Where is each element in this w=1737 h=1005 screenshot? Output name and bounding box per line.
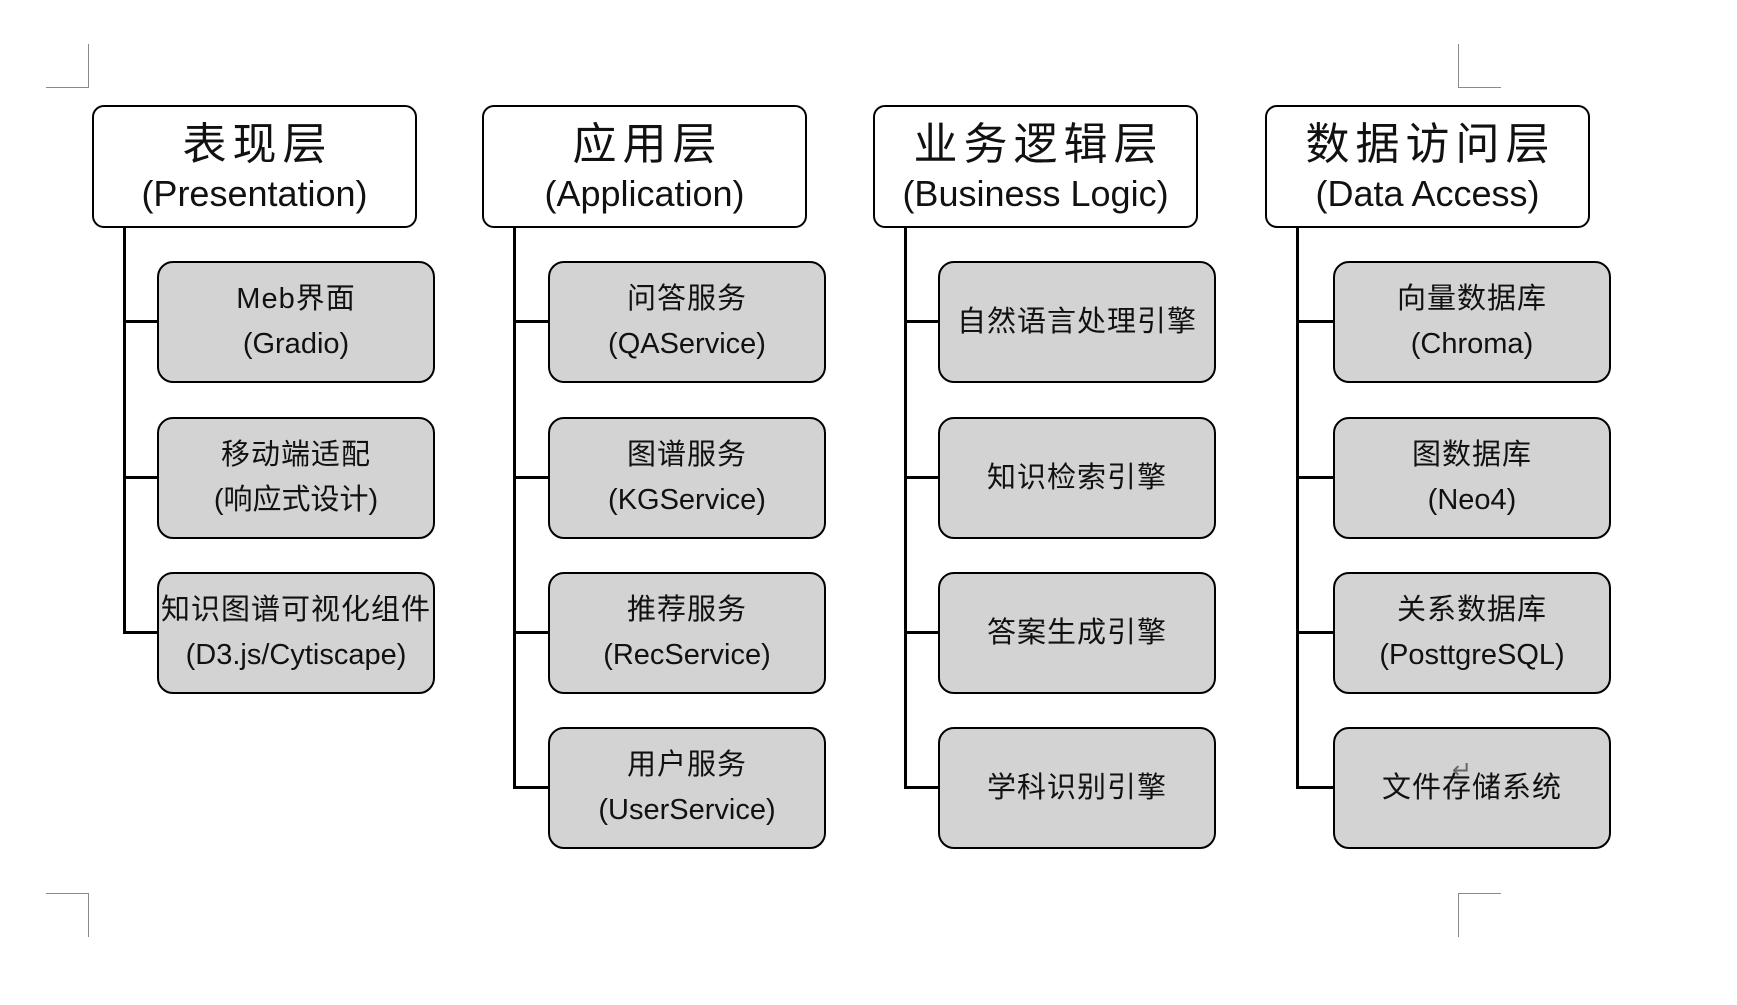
- layer-box-data-access[interactable]: 数据访问层 (Data Access): [1265, 105, 1590, 228]
- node-mobile-adaptation[interactable]: 移动端适配 (响应式设计): [157, 417, 435, 539]
- node-sublabel: (响应式设计): [213, 484, 379, 516]
- connector-line: [1296, 631, 1333, 634]
- connector-line: [1296, 786, 1333, 789]
- node-label: 知识检索引擎: [986, 461, 1167, 494]
- node-sublabel: (Chroma): [1410, 328, 1534, 360]
- node-label: 图数据库: [1411, 439, 1532, 472]
- connector-line: [904, 228, 907, 788]
- node-label: 关系数据库: [1396, 594, 1547, 627]
- connector-line: [1296, 228, 1299, 788]
- connector-line: [513, 476, 548, 479]
- node-label: 推荐服务: [626, 594, 747, 627]
- layer-title: 数据访问层: [1305, 120, 1556, 170]
- node-kg-service[interactable]: 图谱服务 (KGService): [548, 417, 826, 539]
- connector-line: [123, 631, 157, 634]
- crop-mark-bottom-left: [46, 893, 89, 937]
- connector-line: [123, 228, 126, 633]
- layer-subtitle: (Business Logic): [902, 173, 1169, 215]
- node-label: 自然语言处理引擎: [956, 305, 1197, 338]
- node-knowledge-retrieval-engine[interactable]: 知识检索引擎: [938, 417, 1216, 539]
- connector-line: [904, 786, 938, 789]
- node-sublabel: (RecService): [603, 639, 771, 671]
- node-qa-service[interactable]: 问答服务 (QAService): [548, 261, 826, 383]
- node-kg-visualization[interactable]: 知识图谱可视化组件 (D3.js/Cytiscape): [157, 572, 435, 694]
- crop-mark-bottom-right: [1458, 893, 1501, 937]
- connector-line: [904, 631, 938, 634]
- node-sublabel: (Neo4): [1427, 484, 1517, 516]
- node-sublabel: (D3.js/Cytiscape): [185, 639, 407, 671]
- connector-line: [1296, 476, 1333, 479]
- layer-title: 业务逻辑层: [913, 120, 1164, 170]
- connector-line: [513, 631, 548, 634]
- connector-line: [123, 320, 157, 323]
- node-label: Meb界面: [236, 283, 356, 316]
- layer-box-business-logic[interactable]: 业务逻辑层 (Business Logic): [873, 105, 1198, 228]
- node-label: 移动端适配: [220, 439, 371, 472]
- node-label: 答案生成引擎: [986, 616, 1167, 649]
- node-sublabel: (QAService): [608, 328, 766, 360]
- node-sublabel: (KGService): [608, 484, 766, 516]
- node-user-service[interactable]: 用户服务 (UserService): [548, 727, 826, 849]
- node-web-ui[interactable]: Meb界面 (Gradio): [157, 261, 435, 383]
- connector-line: [904, 320, 938, 323]
- connector-line: [123, 476, 157, 479]
- node-relational-db[interactable]: 关系数据库 (PosttgreSQL): [1333, 572, 1611, 694]
- layer-title: 应用层: [572, 120, 723, 170]
- node-nlp-engine[interactable]: 自然语言处理引擎: [938, 261, 1216, 383]
- layer-title: 表现层: [182, 120, 333, 170]
- crop-mark-top-right: [1458, 44, 1501, 88]
- node-label: 图谱服务: [626, 439, 747, 472]
- node-file-storage[interactable]: 文件存储系统: [1333, 727, 1611, 849]
- node-sublabel: (Gradio): [242, 328, 350, 360]
- connector-line: [1296, 320, 1333, 323]
- connector-line: [513, 786, 548, 789]
- node-sublabel: (UserService): [598, 794, 776, 826]
- node-answer-generation-engine[interactable]: 答案生成引擎: [938, 572, 1216, 694]
- layer-subtitle: (Application): [544, 173, 745, 215]
- node-label: 用户服务: [626, 749, 747, 782]
- node-vector-db[interactable]: 向量数据库 (Chroma): [1333, 261, 1611, 383]
- layer-box-presentation[interactable]: 表现层 (Presentation): [92, 105, 417, 228]
- node-subject-recognition-engine[interactable]: 学科识别引擎: [938, 727, 1216, 849]
- node-sublabel: (PosttgreSQL): [1379, 639, 1565, 671]
- node-graph-db[interactable]: 图数据库 (Neo4): [1333, 417, 1611, 539]
- layer-box-application[interactable]: 应用层 (Application): [482, 105, 807, 228]
- node-label: 知识图谱可视化组件: [160, 594, 431, 627]
- paragraph-mark: ↵: [1452, 757, 1473, 784]
- layer-subtitle: (Presentation): [141, 173, 368, 215]
- connector-line: [513, 320, 548, 323]
- node-label: 文件存储系统: [1381, 771, 1562, 804]
- node-label: 问答服务: [626, 283, 747, 316]
- node-rec-service[interactable]: 推荐服务 (RecService): [548, 572, 826, 694]
- node-label: 学科识别引擎: [986, 771, 1167, 804]
- layer-subtitle: (Data Access): [1315, 173, 1540, 215]
- connector-line: [904, 476, 938, 479]
- node-label: 向量数据库: [1396, 283, 1547, 316]
- connector-line: [513, 228, 516, 788]
- crop-mark-top-left: [46, 44, 89, 88]
